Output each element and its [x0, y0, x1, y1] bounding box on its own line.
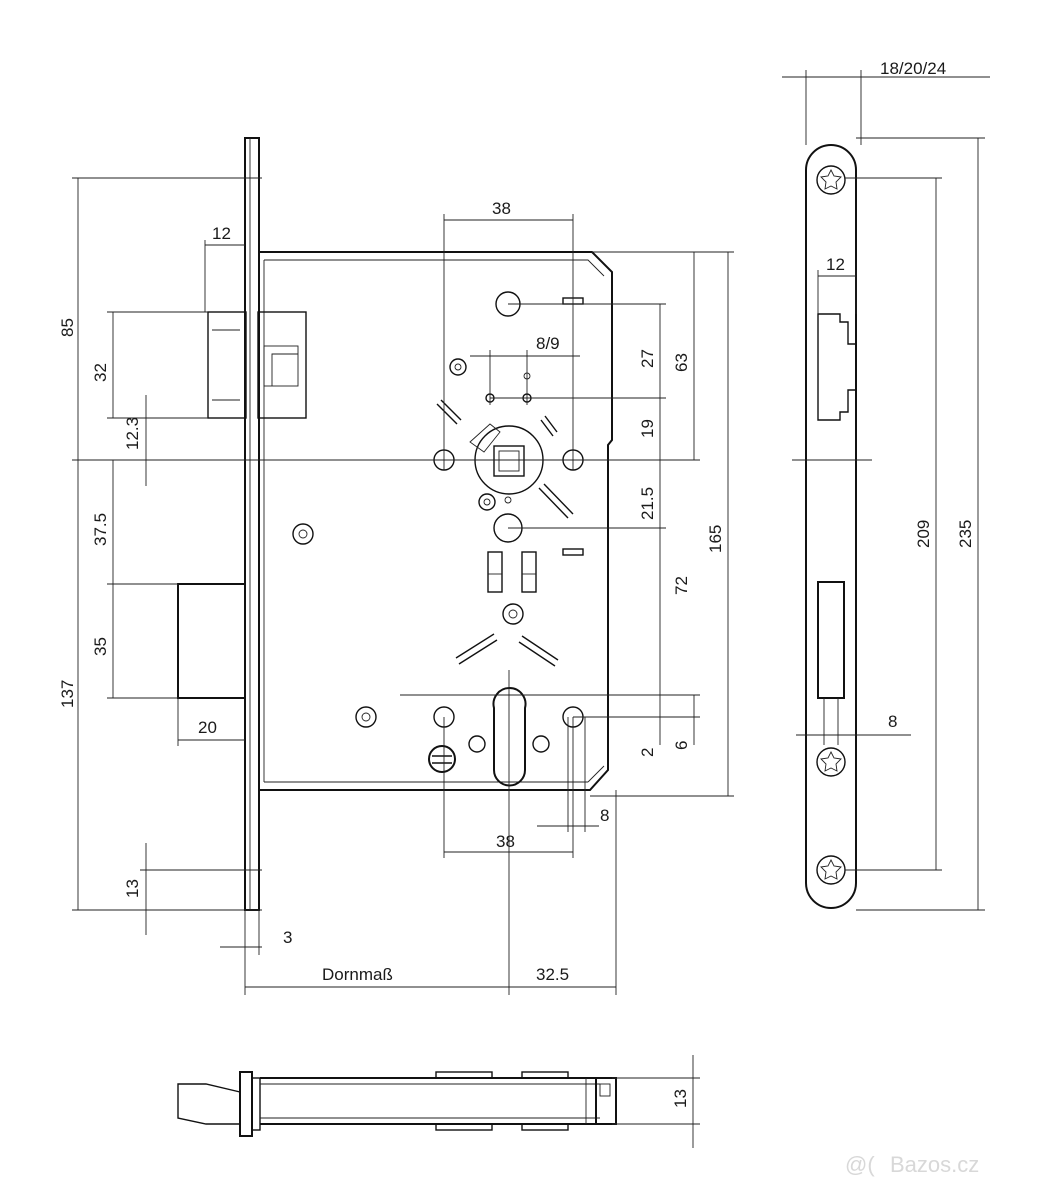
side-view	[177, 1055, 700, 1148]
strike-screw-bottom	[816, 855, 846, 885]
cylinder-profile	[492, 670, 527, 800]
label-21-5: 21.5	[638, 487, 657, 520]
lower-holes	[428, 706, 584, 773]
strike-screw-middle	[816, 747, 846, 777]
label-137: 137	[58, 680, 77, 708]
label-27: 27	[638, 349, 657, 368]
label-38-bottom: 38	[496, 832, 515, 851]
watermark-at-icon: @(	[845, 1152, 875, 1177]
front-dimensions	[72, 177, 734, 995]
label-8-9: 8/9	[536, 334, 560, 353]
latch-bolt	[207, 311, 307, 419]
label-32-5: 32.5	[536, 965, 569, 984]
watermark: @( Bazos.cz	[845, 1152, 979, 1177]
label-13-side: 13	[671, 1089, 690, 1108]
label-38-top: 38	[492, 199, 511, 218]
label-20: 20	[198, 718, 217, 737]
strike-screw-top	[816, 165, 846, 195]
label-6: 6	[672, 741, 691, 750]
label-12-left: 12	[212, 224, 231, 243]
label-209: 209	[914, 520, 933, 548]
label-32: 32	[91, 363, 110, 382]
lock-body	[259, 251, 613, 791]
label-35: 35	[91, 637, 110, 656]
dimension-labels: 18/20/24 38 12 85 32 12.3 8/9 27 63 19 2…	[58, 59, 975, 1108]
label-85: 85	[58, 318, 77, 337]
label-dornmass: Dornmaß	[322, 965, 393, 984]
label-63: 63	[672, 353, 691, 372]
spindle-hub	[433, 291, 584, 593]
label-72: 72	[672, 576, 691, 595]
strike-dimensions	[782, 70, 990, 911]
label-37-5: 37.5	[91, 513, 110, 546]
label-13-left: 13	[123, 879, 142, 898]
label-2: 2	[638, 748, 657, 757]
label-3: 3	[283, 928, 292, 947]
front-faceplate	[244, 137, 260, 911]
label-8-plate: 8	[888, 712, 897, 731]
watermark-text: Bazos.cz	[890, 1152, 979, 1177]
label-12-3: 12.3	[123, 417, 142, 450]
label-12-plate: 12	[826, 255, 845, 274]
label-235: 235	[956, 520, 975, 548]
label-8-bottom: 8	[600, 806, 609, 825]
strike-plate	[805, 144, 857, 909]
lower-levers	[455, 633, 559, 667]
label-19: 19	[638, 419, 657, 438]
dead-bolt	[177, 583, 246, 699]
label-165: 165	[706, 525, 725, 553]
label-18-20-24: 18/20/24	[880, 59, 946, 78]
body-screws	[292, 523, 524, 728]
